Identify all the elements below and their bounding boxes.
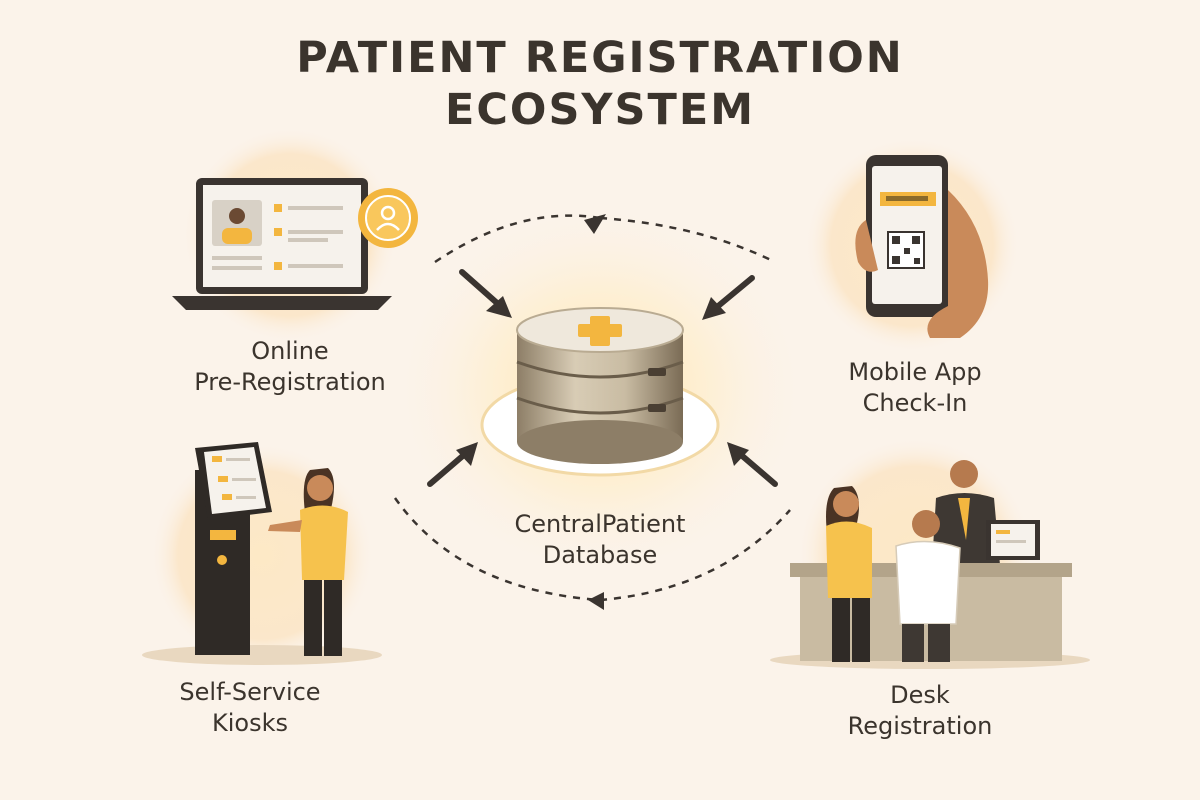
arrowhead-desk xyxy=(727,442,749,466)
thumb xyxy=(855,220,878,272)
checklist-icons xyxy=(274,204,282,270)
database-bottom xyxy=(517,420,683,464)
database-slot-2 xyxy=(648,404,666,412)
node-label-central: CentralPatient Database xyxy=(470,509,730,571)
title-line-2: ECOSYSTEM xyxy=(444,85,756,135)
node-label-kiosk: Self-Service Kiosks xyxy=(120,677,380,739)
arrowhead-online xyxy=(486,296,512,318)
patient-person-man xyxy=(895,510,961,662)
central-label-line-1: CentralPatient xyxy=(514,510,686,538)
title-line-1: PATIENT REGISTRATION xyxy=(296,33,904,83)
loop-arrowhead-top xyxy=(584,214,606,234)
mobile-label-line-2: Check-In xyxy=(862,389,968,417)
desk-label-line-2: Registration xyxy=(847,712,993,740)
node-label-desk: Desk Registration xyxy=(790,680,1050,742)
node-label-mobile: Mobile App Check-In xyxy=(790,357,1040,419)
kiosk-user-person xyxy=(268,468,348,656)
arrow-from-online xyxy=(459,269,500,306)
dashed-arc-bottom-left xyxy=(393,497,601,602)
inward-arrows xyxy=(427,269,778,487)
mobile-label-line-1: Mobile App xyxy=(848,358,982,386)
kiosk-label-line-2: Kiosks xyxy=(212,709,288,737)
loop-arrowhead-bottom xyxy=(588,592,604,610)
arrow-from-kiosk xyxy=(427,451,468,487)
profile-body xyxy=(222,228,252,244)
kiosk-label-line-1: Self-Service xyxy=(179,678,321,706)
kiosk-card-slot xyxy=(210,530,236,540)
patient-person-woman xyxy=(826,486,872,662)
central-label-line-2: Database xyxy=(542,541,658,569)
arrow-from-desk xyxy=(737,451,778,487)
kiosk-icon xyxy=(195,442,272,655)
database-icon xyxy=(480,307,720,477)
dashed-arc-top-left xyxy=(434,214,601,264)
profile-head xyxy=(229,208,245,224)
arrow-from-mobile xyxy=(714,275,755,310)
online-label-line-1: Online xyxy=(251,337,329,365)
laptop-icon xyxy=(172,178,418,310)
medical-cross-icon xyxy=(578,316,622,346)
form-lines xyxy=(212,206,343,270)
dashed-flow-loop xyxy=(393,214,791,602)
laptop-base xyxy=(172,296,392,310)
desk-label-line-1: Desk xyxy=(890,681,950,709)
arrowhead-mobile xyxy=(702,297,726,320)
arrowhead-kiosk xyxy=(456,442,478,466)
hand-icon xyxy=(927,190,989,338)
node-label-online: Online Pre-Registration xyxy=(150,336,430,398)
dashed-arc-bottom-right xyxy=(599,509,791,602)
database-slot-1 xyxy=(648,368,666,376)
diagram-title: PATIENT REGISTRATION ECOSYSTEM xyxy=(0,32,1200,136)
online-label-line-2: Pre-Registration xyxy=(194,368,386,396)
phone-icon xyxy=(855,155,989,338)
